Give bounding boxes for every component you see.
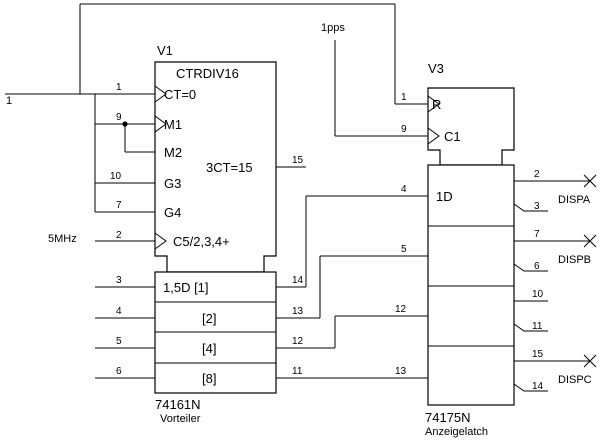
counter-input-m2: M2 xyxy=(164,145,182,160)
pin-number: 2 xyxy=(116,230,122,241)
counter-bit-1: 1,5D [1] xyxy=(163,280,209,295)
pin-number: 13 xyxy=(395,366,407,377)
pin-number: 10 xyxy=(532,289,544,300)
latch-ref: V3 xyxy=(428,61,444,76)
pin-number: 14 xyxy=(292,275,304,286)
pin-number: 1 xyxy=(401,92,407,103)
pin-number: 2 xyxy=(534,169,540,180)
pin-number: 6 xyxy=(534,261,540,272)
pin-number: 5 xyxy=(401,244,407,255)
pin-number: 3 xyxy=(534,201,540,212)
junction-dot xyxy=(122,121,128,127)
counter-input-g3: G3 xyxy=(164,176,181,191)
pin-number: 7 xyxy=(116,200,122,211)
counter-input-ct0: CT=0 xyxy=(164,87,196,102)
latch-role: Anzeigelatch xyxy=(425,426,488,438)
counter-input-clock: C5/2,3,4+ xyxy=(173,234,230,249)
pin-number: 14 xyxy=(532,381,544,392)
counter-chip xyxy=(154,61,277,394)
display-b-label: DISPB xyxy=(558,254,591,266)
pin-number: 3 xyxy=(116,275,122,286)
latch-input-c1: C1 xyxy=(444,129,461,144)
pin-number: 15 xyxy=(532,349,544,360)
pin-number: 1 xyxy=(116,82,122,93)
counter-bit-2: [2] xyxy=(202,311,216,326)
latch-chip xyxy=(427,87,515,406)
pin-number: 4 xyxy=(116,306,122,317)
counter-part: 74161N xyxy=(155,397,201,412)
supply-label: 1 xyxy=(6,95,12,107)
counter-bit-8: [8] xyxy=(202,371,216,386)
pin-number: 11 xyxy=(532,321,543,332)
latch-data-label: 1D xyxy=(436,189,453,204)
pin-number: 12 xyxy=(292,336,304,347)
counter-ref: V1 xyxy=(157,43,173,58)
pin-number: 13 xyxy=(292,306,304,317)
output-terminals xyxy=(583,174,597,368)
pin-number: 15 xyxy=(292,155,304,166)
counter-terminal-output: 3CT=15 xyxy=(206,160,253,175)
counter-input-g4: G4 xyxy=(164,205,181,220)
counter-function: CTRDIV16 xyxy=(176,66,239,81)
pin-number: 9 xyxy=(116,112,122,123)
display-c-label: DISPC xyxy=(558,374,592,386)
wires xyxy=(5,3,590,392)
pin-number: 6 xyxy=(116,366,122,377)
pin-number: 12 xyxy=(395,304,407,315)
pin-number: 11 xyxy=(292,366,303,377)
counter-input-m1: M1 xyxy=(164,117,182,132)
latch-input-r: R xyxy=(432,97,441,112)
pin-number: 4 xyxy=(401,184,407,195)
pin-numbers: 1 9 10 7 2 15 3 4 5 6 14 13 12 11 1 9 4 … xyxy=(110,82,544,392)
clock-label: 5MHz xyxy=(48,233,77,245)
pps-label: 1pps xyxy=(321,22,345,34)
pin-number: 7 xyxy=(534,229,540,240)
latch-part: 74175N xyxy=(425,410,471,425)
display-a-label: DISPA xyxy=(558,194,591,206)
pin-number: 5 xyxy=(116,336,122,347)
pin-number: 9 xyxy=(401,124,407,135)
pin-number: 10 xyxy=(110,171,122,182)
counter-bit-4: [4] xyxy=(202,341,216,356)
counter-role: Vorteiler xyxy=(160,413,201,425)
